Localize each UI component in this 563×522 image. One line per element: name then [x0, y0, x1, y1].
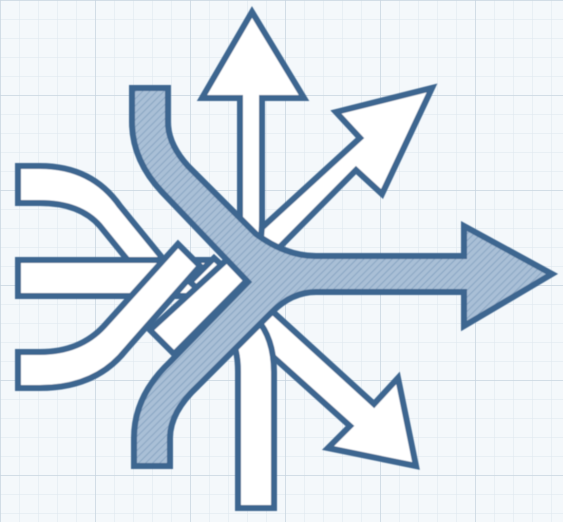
arrows-diagram — [0, 0, 563, 522]
diagram-canvas — [0, 0, 563, 522]
